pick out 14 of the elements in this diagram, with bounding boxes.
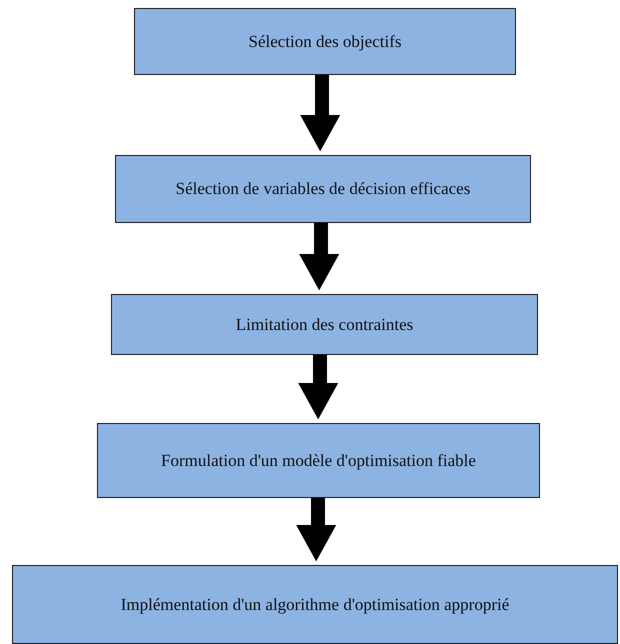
arrow: [299, 223, 340, 290]
box-label: Sélection de variables de décision efficaces: [174, 179, 472, 199]
arrow: [300, 75, 340, 152]
box-label: Limitation des contraintes: [234, 314, 414, 334]
arrow: [296, 498, 336, 562]
box-label: Sélection des objectifs: [248, 32, 402, 52]
process-box: [134, 8, 516, 75]
process-box: [115, 155, 531, 223]
box-label: Formulation d'un modèle d'optimisation fiable: [160, 450, 477, 470]
arrow: [298, 355, 338, 420]
process-box: [97, 423, 540, 498]
process-box: [12, 565, 618, 644]
process-box: [111, 294, 538, 355]
box-label: Implémentation d'un algorithme d'optimisation approprié: [120, 594, 510, 614]
